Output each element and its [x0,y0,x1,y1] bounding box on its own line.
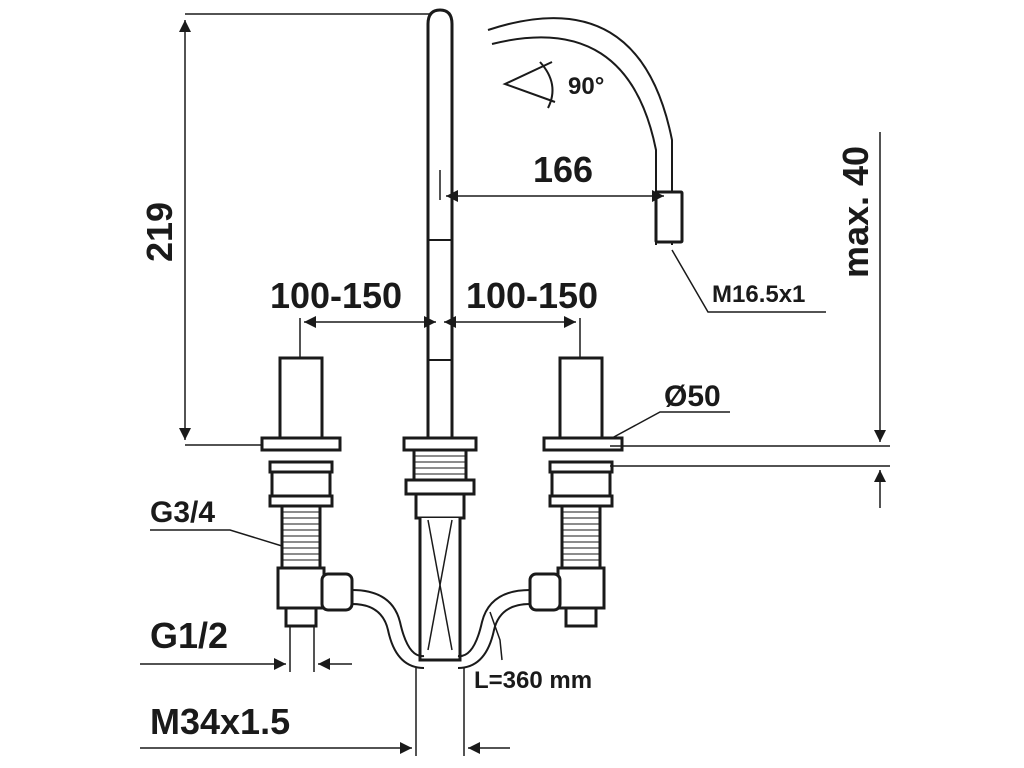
height-dimension: 219 [139,13,440,446]
supply-thread-dimension: G1/2 [140,615,352,672]
valve-thread-label: G3/4 [150,496,215,529]
diameter-callout: Ø50 [611,380,730,439]
central-mount [402,436,478,662]
supply-thread-label: G1/2 [150,615,228,656]
right-valve [528,356,624,628]
spacing-left-label: 100-150 [270,275,402,316]
spout [426,8,454,447]
valve-thread-callout: G3/4 [150,496,283,547]
angle-symbol: 90° [502,61,604,109]
height-label: 219 [139,202,180,262]
aerator-callout: M16.5x1 [671,249,826,313]
deck-thickness-label: max. 40 [835,146,876,278]
swivel-spout-outline [487,17,684,245]
hose-length-label: L=360 mm [474,667,592,694]
aerator-label: M16.5x1 [712,281,805,308]
reach-label: 166 [533,149,593,190]
left-valve [260,356,354,628]
deck-thickness-dimension: max. 40 [610,132,890,508]
mounting-thread-label: M34x1.5 [150,701,290,742]
mounting-thread-dimension: M34x1.5 [140,668,510,756]
diameter-label: Ø50 [664,380,721,413]
flex-hoses [351,519,531,669]
hose-length-callout: L=360 mm [474,611,592,694]
reach-dimension: 166 [446,149,664,202]
spacing-right-label: 100-150 [466,275,598,316]
spacing-dimensions: 100-150 100-150 [270,275,598,358]
angle-label: 90° [568,73,604,100]
